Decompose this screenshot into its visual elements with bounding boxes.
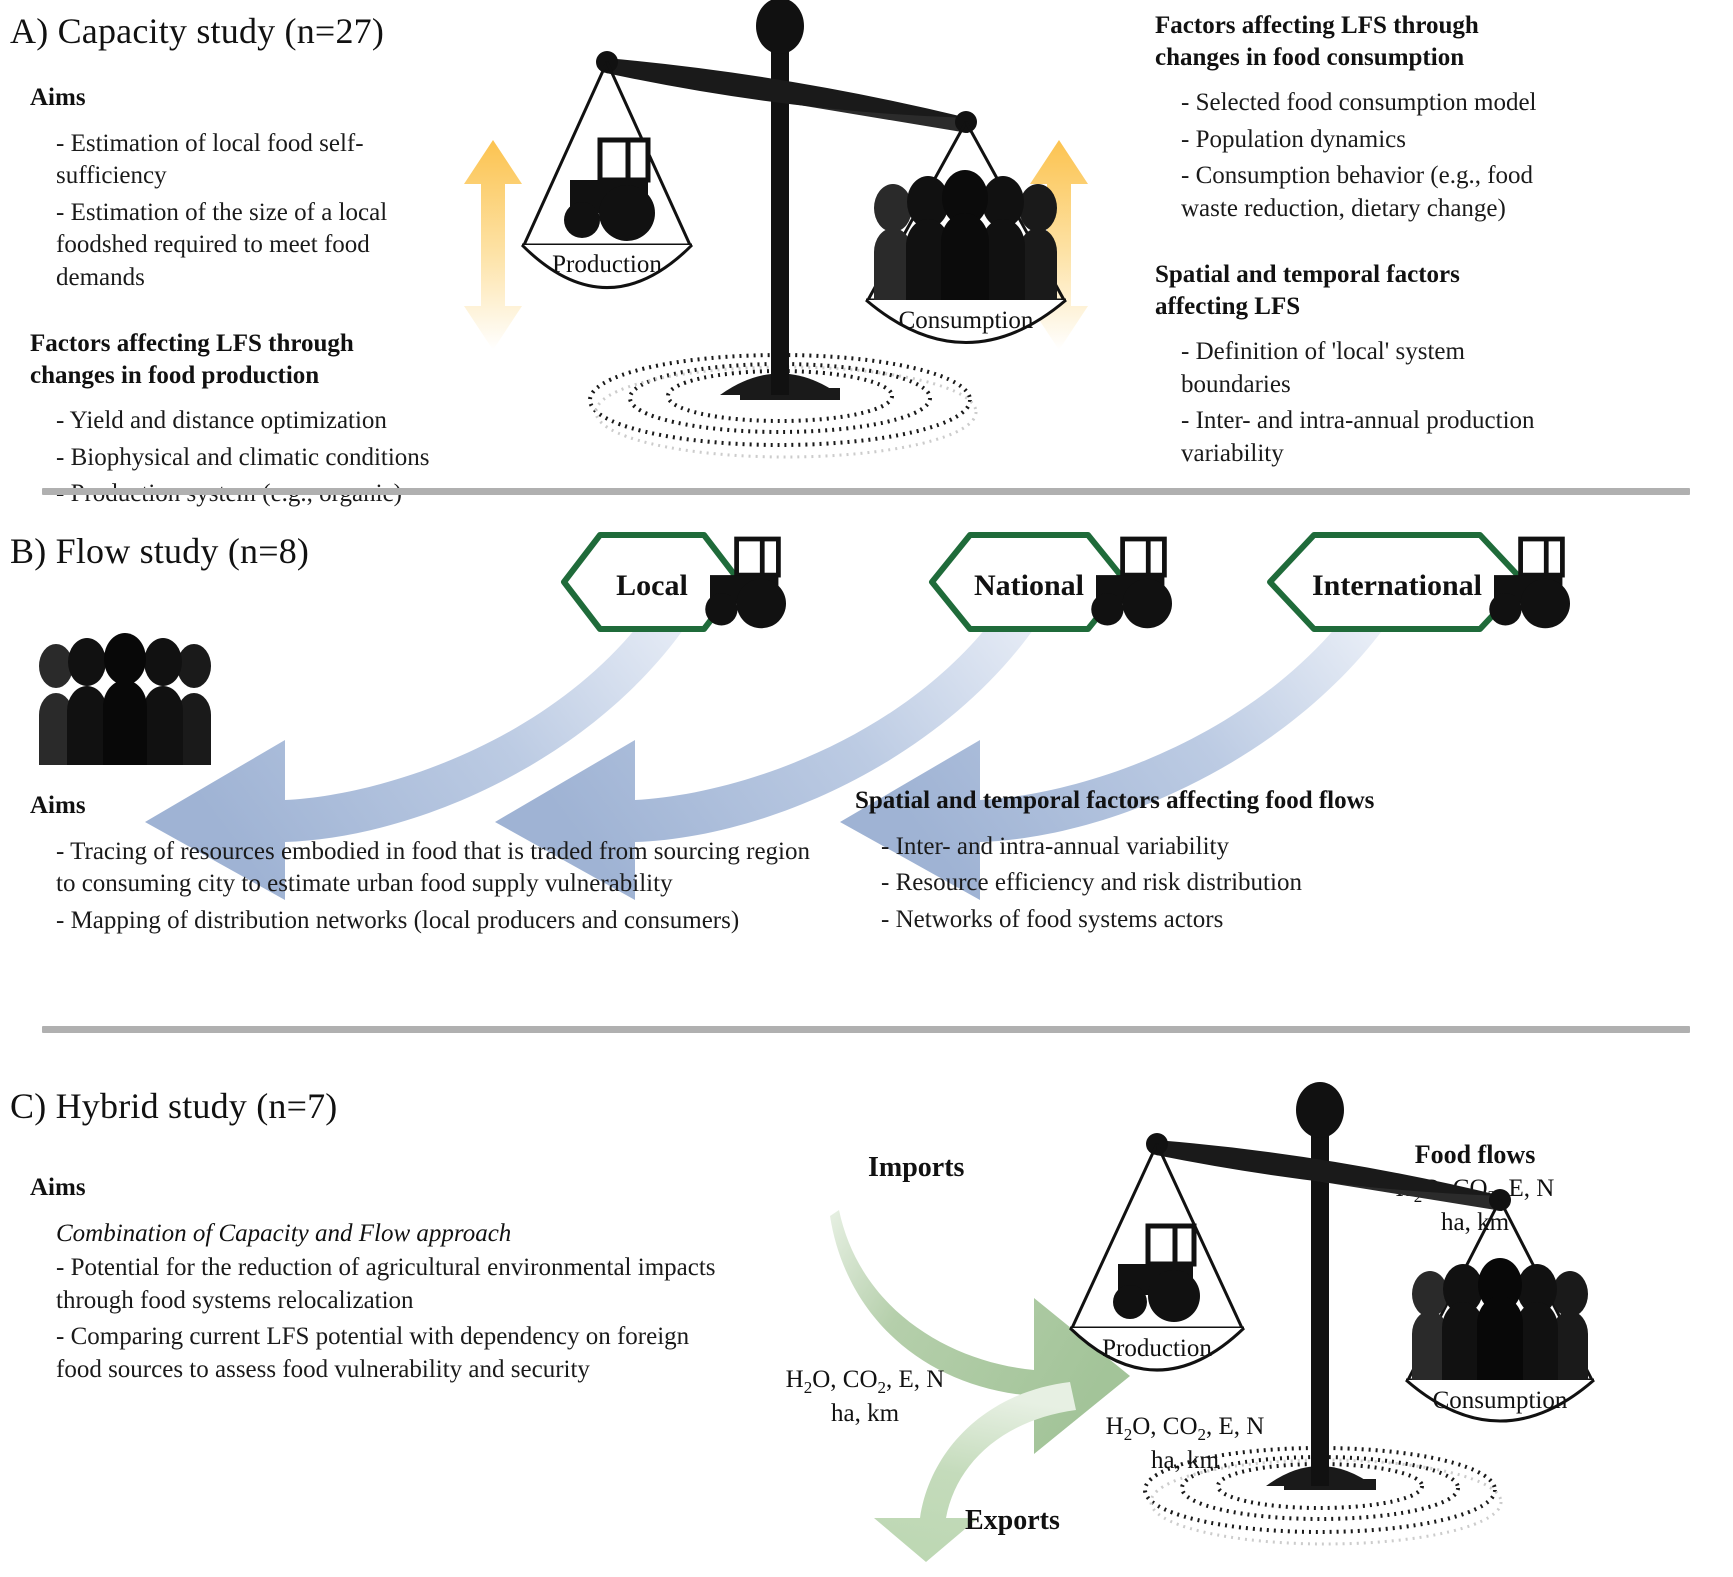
yellow-up-down-arrow-left bbox=[460, 140, 526, 350]
list-item: - Definition of 'local' system boundarie… bbox=[1181, 338, 1465, 398]
production-factors-heading: Factors affecting LFS through changes in… bbox=[30, 330, 354, 389]
panel-b-title: B) Flow study (n=8) bbox=[10, 531, 310, 571]
aims-italic-note: Combination of Capacity and Flow approac… bbox=[56, 1219, 512, 1247]
exports-label: Exports bbox=[965, 1505, 1060, 1536]
aims-heading: Aims bbox=[30, 84, 86, 111]
list-item: - Tracing of resources embodied in food … bbox=[56, 837, 810, 898]
imports-label: Imports bbox=[868, 1152, 965, 1183]
list-item: - Inter- and intra-annual production var… bbox=[1181, 407, 1535, 467]
list-item: - Biophysical and climatic conditions bbox=[56, 443, 430, 471]
list-item: - Inter- and intra-annual variability bbox=[881, 832, 1229, 860]
node-national[interactable]: National bbox=[920, 527, 1190, 637]
panel-c-title: C) Hybrid study (n=7) bbox=[10, 1086, 338, 1126]
panel-c-aims-column: Aims Combination of Capacity and Flow ap… bbox=[30, 1172, 730, 1390]
resources-production-line1: H2O, CO2, E, N bbox=[1105, 1413, 1265, 1444]
list-item: - Consumption behavior (e.g., food waste… bbox=[1181, 162, 1534, 222]
node-international[interactable]: International bbox=[1258, 527, 1588, 637]
import-export-arrows bbox=[830, 1210, 1130, 1562]
list-item: - Potential for the reduction of agricul… bbox=[56, 1254, 716, 1314]
spatial-factors-heading: Spatial and temporal factors affecting L… bbox=[1155, 261, 1460, 320]
list-item: - Estimation of local food self-sufficie… bbox=[56, 129, 364, 190]
right-pan-label: Consumption bbox=[899, 307, 1034, 334]
list-item: - Mapping of distribution networks (loca… bbox=[56, 906, 740, 934]
right-pan-label: Consumption bbox=[1433, 1387, 1568, 1414]
balance-scale-hybrid: Production bbox=[1068, 1078, 1595, 1548]
aims-list: Combination of Capacity and Flow approac… bbox=[56, 1218, 730, 1387]
people-icon-consumers bbox=[39, 633, 211, 765]
resources-production-line2: ha, km bbox=[1150, 1446, 1220, 1474]
resources-label-left: H2O, CO2, E, N ha, km bbox=[740, 1365, 990, 1429]
aims-heading: Aims bbox=[30, 1174, 86, 1201]
node-label: National bbox=[974, 569, 1084, 602]
panel-a-title: A) Capacity study (n=27) bbox=[10, 11, 385, 51]
flow-arrows bbox=[145, 610, 1390, 900]
consumption-factors-heading: Factors affecting LFS through changes in… bbox=[1155, 12, 1479, 71]
flow-arrow-local bbox=[145, 610, 690, 900]
aims-list: - Tracing of resources embodied in food … bbox=[56, 836, 830, 938]
panel-b-factors-column: Spatial and temporal factors affecting f… bbox=[855, 785, 1615, 940]
panel-divider-2 bbox=[42, 1026, 1690, 1033]
list-item: - Resource efficiency and risk distribut… bbox=[881, 869, 1302, 896]
food-flows-title: Food flows bbox=[1414, 1140, 1536, 1169]
tractor-icon bbox=[705, 536, 786, 629]
node-label: Local bbox=[616, 569, 688, 602]
people-icon bbox=[1412, 1258, 1588, 1380]
exports-arrow bbox=[874, 1382, 1076, 1562]
tractor-icon bbox=[1091, 536, 1172, 629]
tractor-icon bbox=[1113, 1223, 1200, 1322]
list-item: - Population dynamics bbox=[1181, 125, 1406, 153]
tractor-icon bbox=[564, 137, 655, 241]
balance-scale-capacity: Production bbox=[520, 0, 1067, 460]
list-item: - Estimation of the size of a local food… bbox=[56, 198, 388, 291]
resources-label-production: H2O, CO2, E, N ha, km bbox=[1060, 1412, 1310, 1476]
people-icon bbox=[874, 170, 1057, 300]
flow-factors-heading: Spatial and temporal factors affecting f… bbox=[855, 787, 1375, 814]
panel-b-aims-column: Aims - Tracing of resources embodied in … bbox=[30, 790, 830, 941]
flow-arrow-international bbox=[840, 610, 1390, 900]
panel-a-right-column: Factors affecting LFS through changes in… bbox=[1155, 10, 1555, 474]
panel-hybrid-study: C) Hybrid study (n=7) Aims Combination o… bbox=[0, 1082, 1733, 1577]
list-item: - Selected food consumption model bbox=[1181, 89, 1537, 116]
left-pan: Production bbox=[520, 61, 694, 289]
tractor-icon bbox=[1489, 536, 1570, 629]
resources-left-line1: H2O, CO2, E, N bbox=[785, 1366, 945, 1397]
food-flows-label-group: Food flows H2O, CO2, E, N ha, km bbox=[1345, 1140, 1605, 1238]
left-pan-label: Production bbox=[552, 251, 662, 278]
left-pan-label: Production bbox=[1102, 1335, 1212, 1362]
node-label: International bbox=[1312, 569, 1482, 602]
right-pan: Consumption bbox=[1405, 1199, 1595, 1423]
list-item: - Networks of food systems actors bbox=[881, 905, 1224, 933]
yellow-up-down-arrow-right bbox=[1026, 140, 1092, 350]
resources-left-line2: ha, km bbox=[830, 1399, 900, 1427]
flow-factors-list: - Inter- and intra-annual variability - … bbox=[881, 831, 1615, 937]
panel-a-left-column: Aims - Estimation of local food self-suf… bbox=[30, 82, 430, 515]
node-local[interactable]: Local bbox=[552, 527, 802, 637]
panel-flow-study: B) Flow study (n=8) bbox=[0, 500, 1733, 1236]
aims-list: - Estimation of local food self-sufficie… bbox=[56, 128, 430, 295]
spatial-factors-list: - Definition of 'local' system boundarie… bbox=[1181, 336, 1555, 470]
list-item: - Comparing current LFS potential with d… bbox=[56, 1323, 690, 1383]
aims-heading: Aims bbox=[30, 792, 86, 819]
list-item: - Yield and distance optimization bbox=[56, 407, 387, 434]
food-flows-resources-line2: ha, km bbox=[1440, 1208, 1510, 1236]
panel-capacity-study: A) Capacity study (n=27) Aims - Estimati… bbox=[0, 0, 1733, 507]
right-pan: Consumption bbox=[865, 121, 1067, 344]
left-pan: Production bbox=[1068, 1143, 1246, 1372]
consumption-factors-list: - Selected food consumption model - Popu… bbox=[1181, 87, 1555, 225]
panel-divider-1 bbox=[42, 488, 1690, 495]
flow-arrow-national bbox=[495, 610, 1040, 900]
